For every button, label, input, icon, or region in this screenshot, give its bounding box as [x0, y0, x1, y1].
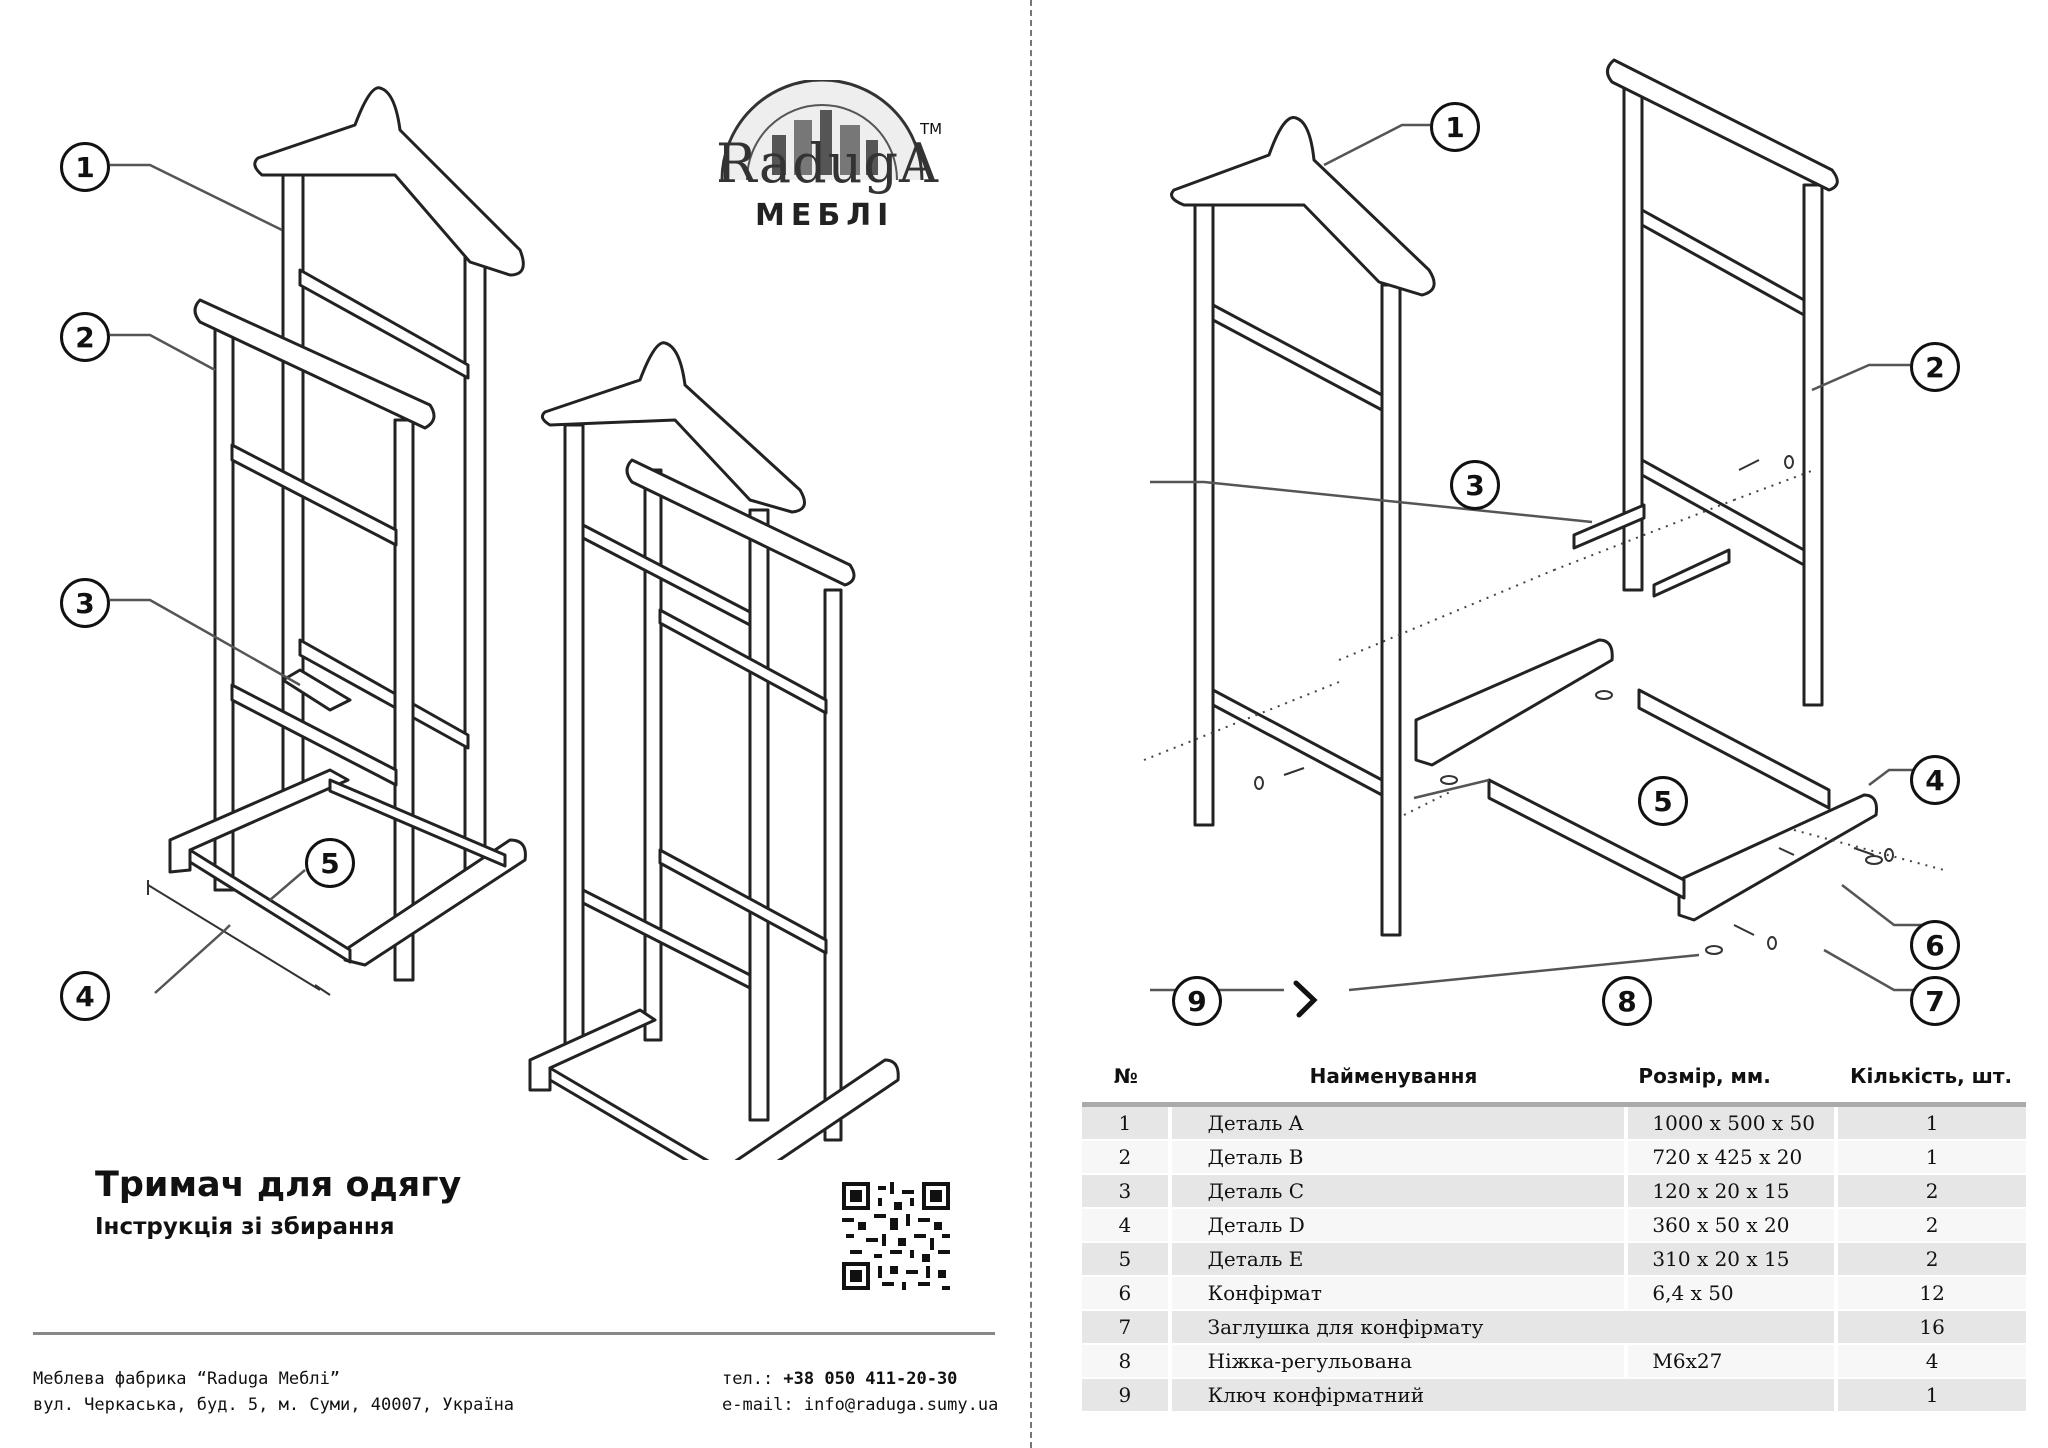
cell-qty: 1 — [1834, 1378, 2026, 1413]
cell-size: 360 x 50 x 20 — [1624, 1208, 1837, 1243]
callout-right-8: 8 — [1602, 976, 1652, 1026]
footer-phone[interactable]: +38 050 411-20-30 — [783, 1369, 958, 1389]
cell-no: 3 — [1082, 1174, 1170, 1209]
callout-right-6: 6 — [1910, 920, 1960, 970]
cell-no: 8 — [1082, 1344, 1170, 1379]
callout-right-5: 5 — [1638, 776, 1688, 826]
callout-left-1: 1 — [60, 142, 110, 192]
cell-name: Ключ конфірматний — [1167, 1378, 1837, 1413]
footer-company-block: Меблева фабрика “Raduga Меблі” вул. Черк… — [33, 1366, 514, 1418]
cell-name: Деталь C — [1167, 1174, 1627, 1209]
footer-phone-label: тел.: — [722, 1369, 784, 1389]
cell-no: 6 — [1082, 1276, 1170, 1311]
logo-wordmark: RadugA — [716, 132, 940, 195]
cell-size: 720 x 425 x 20 — [1624, 1140, 1837, 1175]
assembled-stand-illustration — [110, 86, 900, 1160]
callout-right-2: 2 — [1910, 342, 1960, 392]
cell-name: Заглушка для конфірмату — [1167, 1310, 1837, 1345]
footer-email[interactable]: e-mail: info@raduga.sumy.ua — [722, 1395, 999, 1415]
cell-qty: 2 — [1834, 1174, 2026, 1209]
footer-phone-line: тел.: +38 050 411-20-30 — [722, 1366, 998, 1392]
cell-qty: 2 — [1834, 1208, 2026, 1243]
cell-qty: 2 — [1834, 1242, 2026, 1277]
cell-size: 310 x 20 x 15 — [1624, 1242, 1837, 1277]
cell-no: 9 — [1082, 1378, 1170, 1413]
cell-no: 5 — [1082, 1242, 1170, 1277]
logo-subtitle: МЕБЛІ — [755, 198, 895, 233]
parts-table-header: № Найменування Розмір, мм. Кількість, шт… — [1082, 1064, 2026, 1107]
callout-right-9: 9 — [1172, 976, 1222, 1026]
callout-right-7: 7 — [1910, 976, 1960, 1026]
cell-qty: 16 — [1834, 1310, 2026, 1345]
footer-address: вул. Черкаська, буд. 5, м. Суми, 40007, … — [33, 1395, 515, 1415]
cell-qty: 1 — [1834, 1104, 2026, 1141]
header-qty: Кількість, шт. — [1836, 1064, 2026, 1107]
cell-size: M6x27 — [1624, 1344, 1837, 1379]
cell-no: 4 — [1082, 1208, 1170, 1243]
callout-left-5: 5 — [305, 838, 355, 888]
cell-size: 120 x 20 x 15 — [1624, 1174, 1837, 1209]
cell-no: 7 — [1082, 1310, 1170, 1345]
document-title: Тримач для одягу — [95, 1165, 462, 1205]
header-no: № — [1082, 1064, 1170, 1107]
cell-no: 2 — [1082, 1140, 1170, 1175]
cell-name: Конфірмат — [1167, 1276, 1627, 1311]
callout-left-3: 3 — [60, 578, 110, 628]
footer-divider — [33, 1332, 995, 1335]
cell-name: Деталь B — [1167, 1140, 1627, 1175]
callout-right-3: 3 — [1450, 460, 1500, 510]
cell-name: Деталь A — [1167, 1104, 1627, 1141]
cell-size: 1000 x 500 x 50 — [1624, 1104, 1837, 1141]
cell-size: 6,4 x 50 — [1624, 1276, 1837, 1311]
callout-left-4: 4 — [60, 971, 110, 1021]
cell-qty: 4 — [1834, 1344, 2026, 1379]
cell-name: Деталь E — [1167, 1242, 1627, 1277]
document-subtitle: Інструкція зі збирання — [95, 1214, 395, 1240]
logo-emblem-icon — [720, 80, 924, 181]
exploded-assembly-illustration — [1143, 58, 1945, 1018]
cell-name: Ніжка-регульована — [1167, 1344, 1627, 1379]
footer-company-name: Меблева фабрика “Raduga Меблі” — [33, 1369, 341, 1389]
callout-left-2: 2 — [60, 312, 110, 362]
callout-right-1: 1 — [1430, 102, 1480, 152]
cell-name: Деталь D — [1167, 1208, 1627, 1243]
header-name: Найменування — [1169, 1064, 1627, 1107]
qr-code-icon — [842, 1182, 950, 1290]
callout-right-4: 4 — [1910, 755, 1960, 805]
cell-no: 1 — [1082, 1104, 1170, 1141]
cell-qty: 1 — [1834, 1140, 2026, 1175]
header-size: Розмір, мм. — [1626, 1064, 1837, 1107]
logo-trademark: TM — [920, 120, 943, 138]
page-fold-divider — [1030, 0, 1032, 1448]
parts-table: № Найменування Розмір, мм. Кількість, шт… — [1082, 1064, 2026, 1413]
footer-contacts-block: тел.: +38 050 411-20-30 e-mail: info@rad… — [722, 1366, 998, 1418]
cell-qty: 12 — [1834, 1276, 2026, 1311]
